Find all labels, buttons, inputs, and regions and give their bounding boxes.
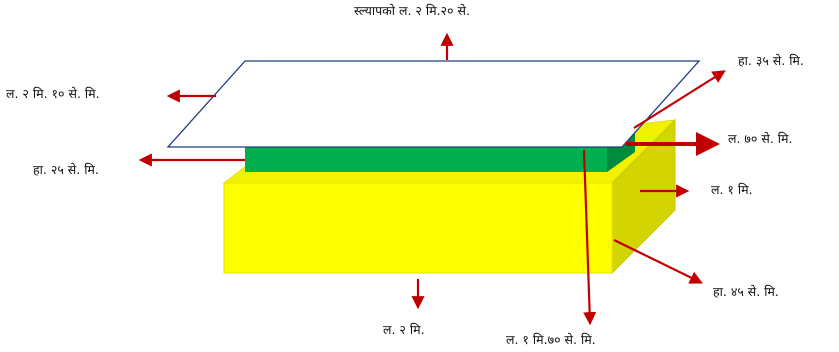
label-slab-length: स्ल्यापको ल. २ मि.२० से.: [354, 3, 470, 18]
label-bottom-length: ल. २ मि.: [383, 322, 425, 337]
arrow-vertical-long: [582, 149, 597, 326]
label-left-length: ल. २ मि. १० से. मि.: [6, 86, 100, 101]
arrow-right-diag-upper: [633, 70, 726, 129]
label-block-length: ल. १ मि.: [711, 182, 753, 197]
label-bottom-length-2: ल. १ मि.७० से. मि.: [506, 332, 596, 347]
label-left-width: हा. २५ से. मि.: [33, 162, 99, 177]
slab-sheet: [166, 60, 701, 148]
yellow-block-front: [223, 182, 613, 274]
green-layer-front: [245, 147, 607, 172]
label-slab-width: हा. ३५ से. मि.: [738, 53, 804, 68]
label-green-length: ल. ७० से. मि.: [728, 131, 793, 146]
label-block-width: हा. ४५ से. मि.: [713, 284, 779, 299]
arrow-right-diag-lower: [613, 239, 703, 284]
